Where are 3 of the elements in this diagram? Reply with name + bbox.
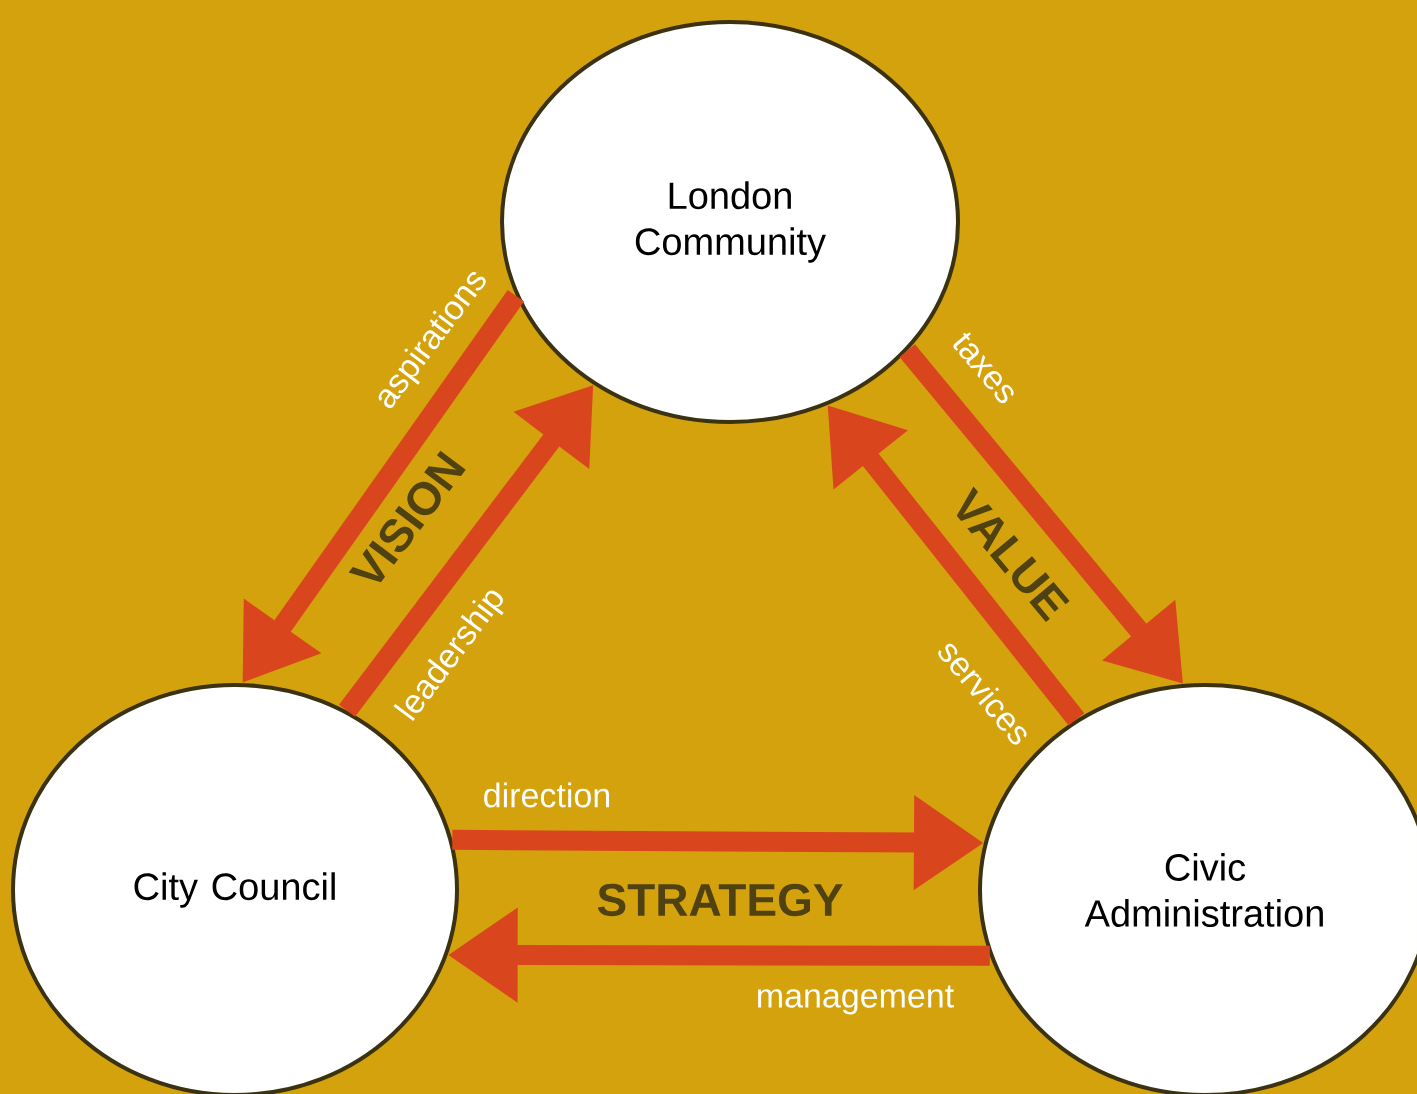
edge-label: management [758,985,954,1015]
edge-label: direction [484,782,610,808]
group-label: STRATEGY [597,883,843,917]
